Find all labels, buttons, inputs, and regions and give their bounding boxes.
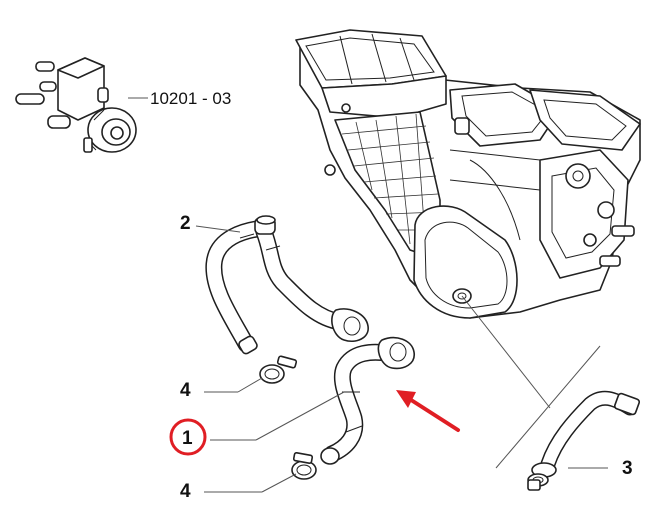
leader-line-callout-1-b bbox=[255, 391, 345, 441]
leader-line-heater-to-pipe-a bbox=[461, 295, 551, 409]
clamp-lower-drawing bbox=[291, 452, 317, 480]
callout-4-upper-label: 4 bbox=[180, 380, 191, 401]
callout-1-label: 1 bbox=[182, 428, 193, 449]
leader-line-heater-to-pipe-b bbox=[495, 345, 601, 469]
reference-label: 10201 - 03 bbox=[150, 89, 231, 108]
hose-2-drawing bbox=[205, 215, 369, 355]
highlight-arrow bbox=[396, 390, 460, 432]
callout-4-lower-label: 4 bbox=[180, 481, 191, 502]
pipe-3-drawing bbox=[527, 390, 641, 491]
heater-unit-drawing bbox=[295, 29, 641, 319]
callout-3-label: 3 bbox=[622, 458, 633, 479]
leader-line-callout-2 bbox=[195, 225, 241, 233]
hose-1-drawing bbox=[320, 336, 415, 465]
leader-line-callout-4-lower-b bbox=[261, 473, 297, 493]
clamp-upper-drawing bbox=[259, 355, 298, 384]
valve-assembly-drawing bbox=[15, 57, 137, 153]
callout-2-label: 2 bbox=[180, 213, 191, 234]
callout-1-highlight-ring bbox=[169, 418, 207, 456]
leader-line-callout-4-upper-b bbox=[237, 377, 263, 393]
